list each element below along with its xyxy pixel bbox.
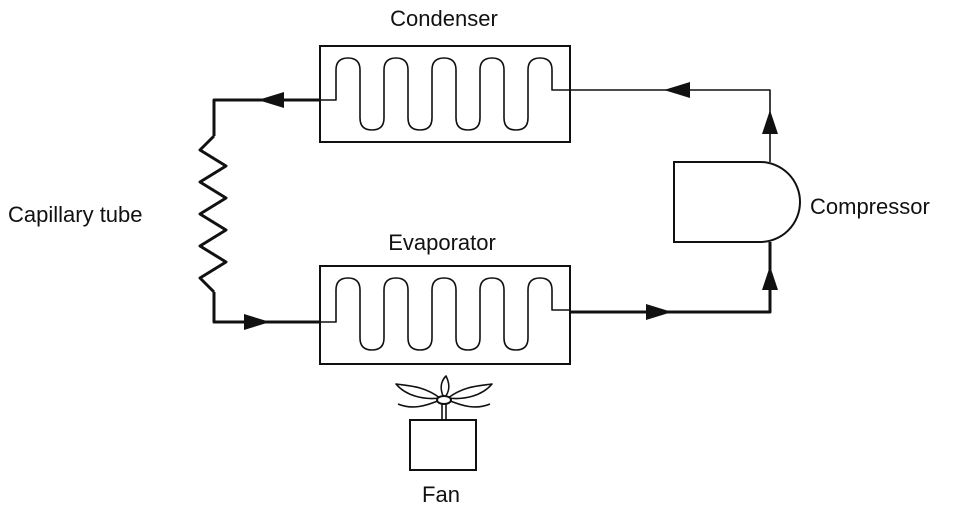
condenser-coil (320, 57, 570, 131)
fan-blade-right-lower (447, 399, 491, 408)
flow-arrow-up-lower (762, 266, 778, 290)
compressor: Compressor (673, 161, 930, 243)
flow-arrow-right-lower-right (646, 304, 672, 320)
fan-blade-center (440, 375, 450, 399)
compressor-body (673, 161, 801, 243)
fan-blade-left (395, 383, 441, 400)
capillary-tube-label: Capillary tube (8, 202, 143, 227)
compressor-label: Compressor (810, 194, 930, 219)
evaporator: Evaporator (319, 230, 571, 365)
flow-arrow-left-upper (258, 92, 284, 108)
discharge-line (570, 89, 771, 162)
capillary-tube (198, 134, 228, 294)
condenser: Condenser (319, 6, 571, 143)
suction-line (570, 242, 772, 314)
liquid-line (212, 98, 320, 136)
evaporator-label: Evaporator (388, 230, 496, 255)
capillary-to-evaporator-line (212, 292, 320, 324)
flow-arrow-up-upper (762, 110, 778, 134)
flow-arrow-right-lower (244, 314, 270, 330)
fan-blade-right (447, 383, 493, 400)
evaporator-coil (320, 277, 570, 351)
fan-motor (409, 419, 477, 471)
fan-blade-left-lower (397, 399, 441, 408)
fan: Fan (395, 375, 493, 507)
fan-hub (436, 395, 452, 405)
flow-arrow-left-upper-right (664, 82, 690, 98)
fan-label: Fan (422, 482, 460, 507)
condenser-label: Condenser (390, 6, 498, 31)
fan-shaft (441, 404, 447, 420)
